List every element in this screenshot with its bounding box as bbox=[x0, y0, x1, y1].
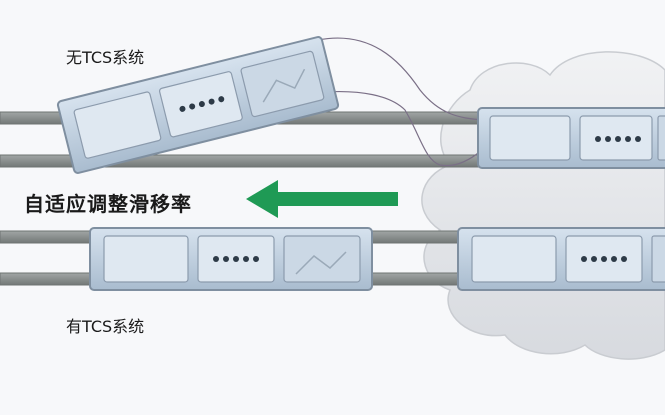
led-row bbox=[179, 96, 225, 112]
led-row bbox=[213, 256, 259, 262]
drive-module-icon bbox=[477, 107, 665, 169]
led-row bbox=[595, 136, 641, 142]
label-with-tcs: 有TCS系统 bbox=[66, 317, 145, 336]
cloud-icon bbox=[421, 51, 665, 360]
drive-module-icon bbox=[457, 227, 665, 291]
drive-module-icon bbox=[89, 227, 373, 291]
drive-module-icon bbox=[56, 36, 340, 174]
led-row bbox=[581, 256, 627, 262]
label-adaptive-adjust: 自适应调整滑移率 bbox=[24, 192, 192, 216]
label-without-tcs: 无TCS系统 bbox=[66, 48, 145, 67]
cable-lines bbox=[317, 37, 483, 167]
left-arrow-icon bbox=[246, 180, 398, 218]
